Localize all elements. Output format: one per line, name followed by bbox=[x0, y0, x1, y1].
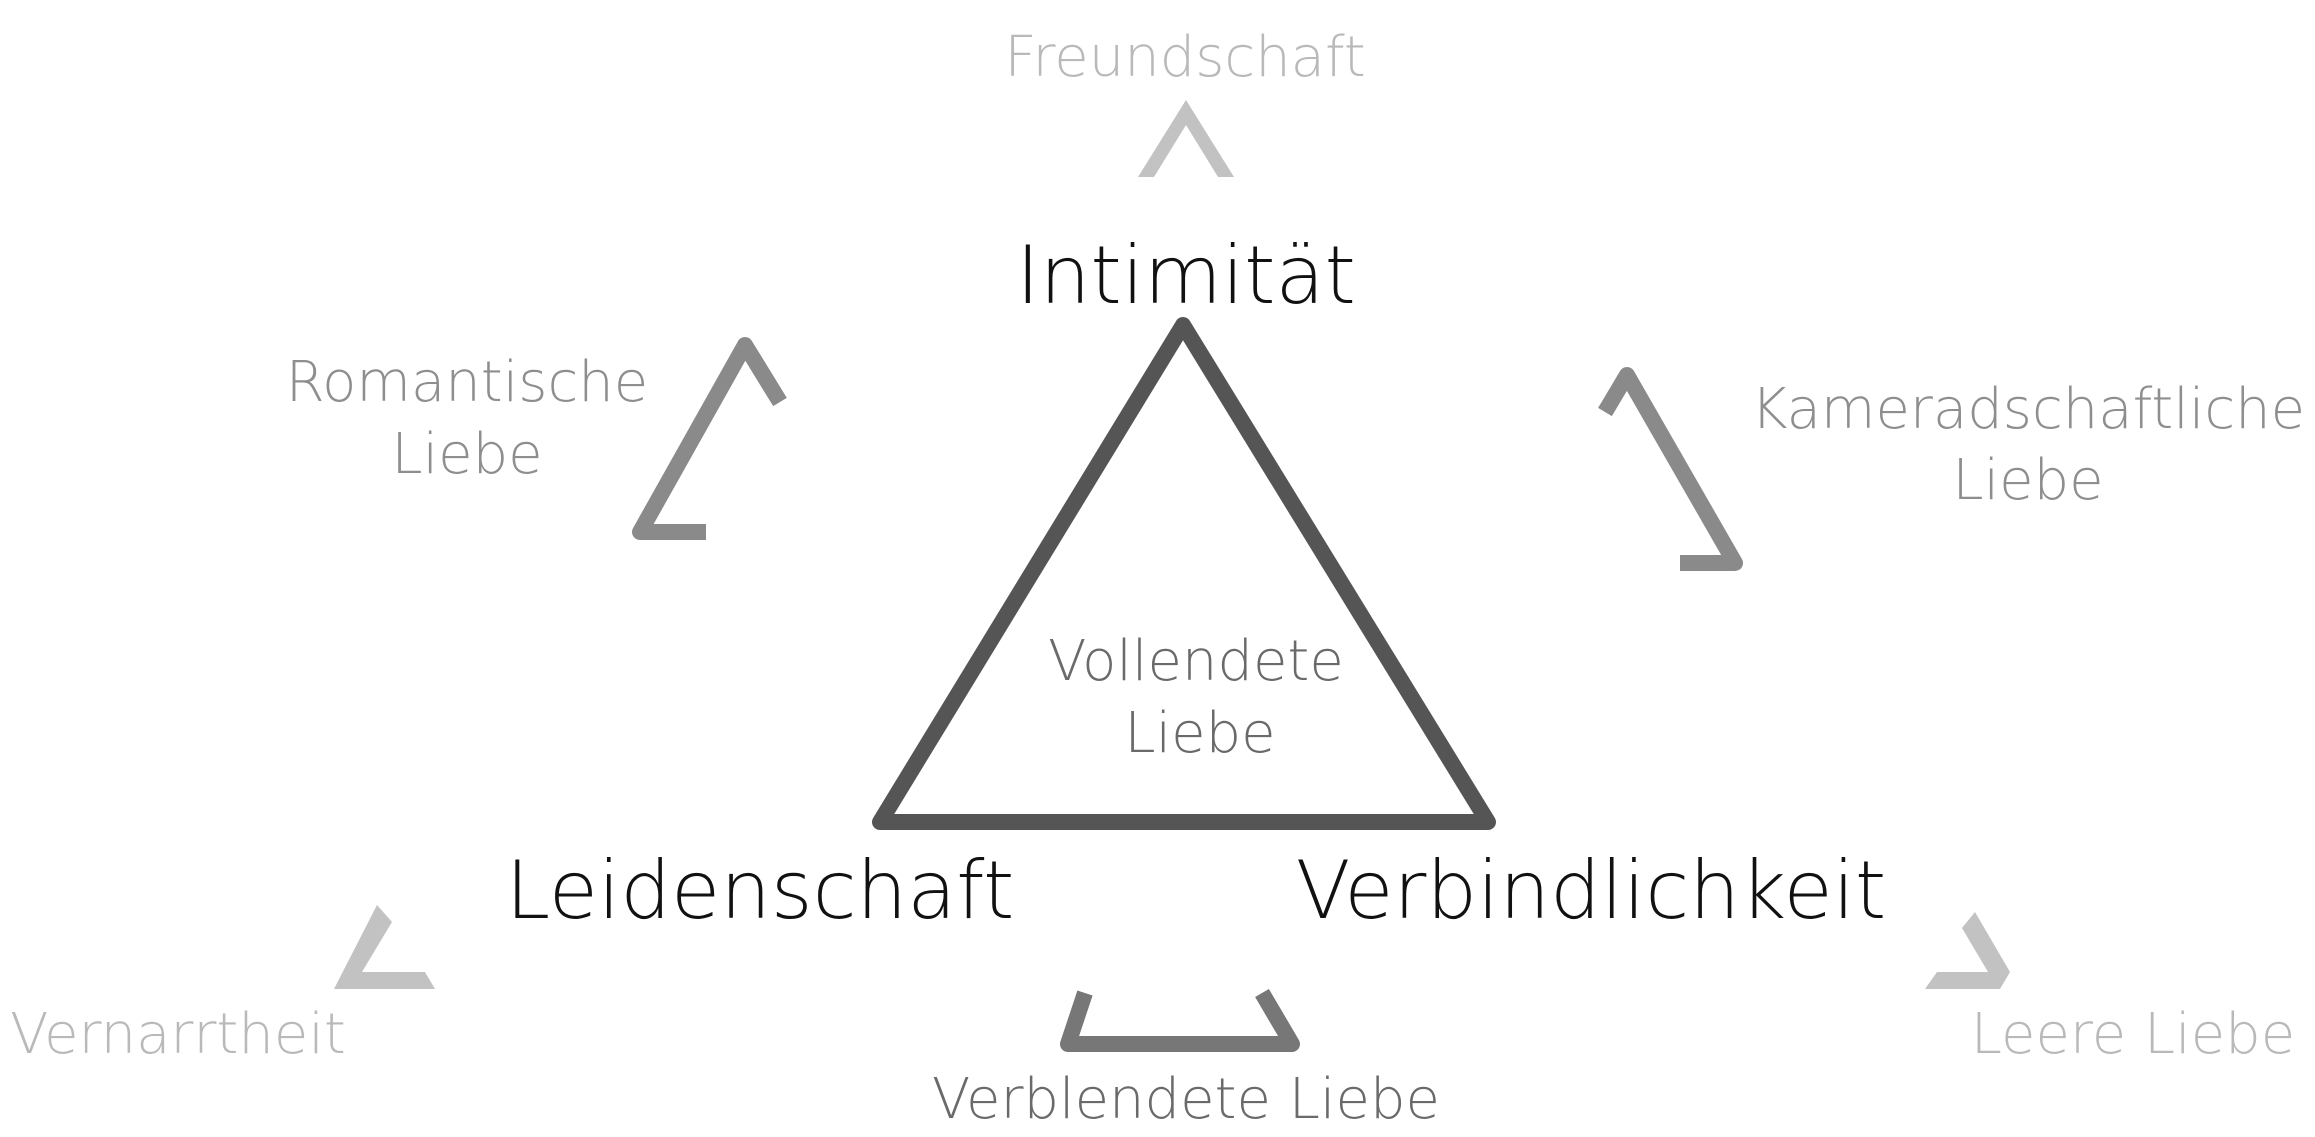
fatuous-love-label: Verblendete Liebe bbox=[932, 1067, 1440, 1132]
romantic-love-label-line1: Romantische bbox=[286, 350, 648, 415]
commitment-label: Verbindlichkeit bbox=[1296, 844, 1887, 937]
consummate-love-triangle bbox=[872, 317, 1496, 830]
consummate-love-label-line2: Liebe bbox=[1124, 701, 1275, 766]
fatuous-love-fragment-shape bbox=[1060, 988, 1300, 1052]
passion-label: Leidenschaft bbox=[506, 844, 1015, 937]
liking-label: Freundschaft bbox=[1004, 25, 1365, 90]
intimacy-label: Intimität bbox=[1016, 229, 1356, 322]
romantic-love-fragment-shape bbox=[632, 337, 787, 540]
empty-love-label: Leere Liebe bbox=[1971, 1002, 2295, 1067]
consummate-love-label-line1: Vollendete bbox=[1048, 629, 1344, 694]
romantic-love-label-line2: Liebe bbox=[391, 422, 542, 487]
companionate-love-label-line2: Liebe bbox=[1952, 448, 2103, 513]
companionate-love-fragment-shape bbox=[1598, 367, 1743, 571]
liking-fragment-shape bbox=[1138, 100, 1234, 177]
empty-love-fragment-shape bbox=[1925, 912, 2010, 989]
companionate-love-label-line1: Kameradschaftliche bbox=[1751, 377, 2305, 442]
infatuation-fragment-shape bbox=[334, 905, 435, 989]
infatuation-label: Vernarrtheit bbox=[10, 1002, 346, 1067]
